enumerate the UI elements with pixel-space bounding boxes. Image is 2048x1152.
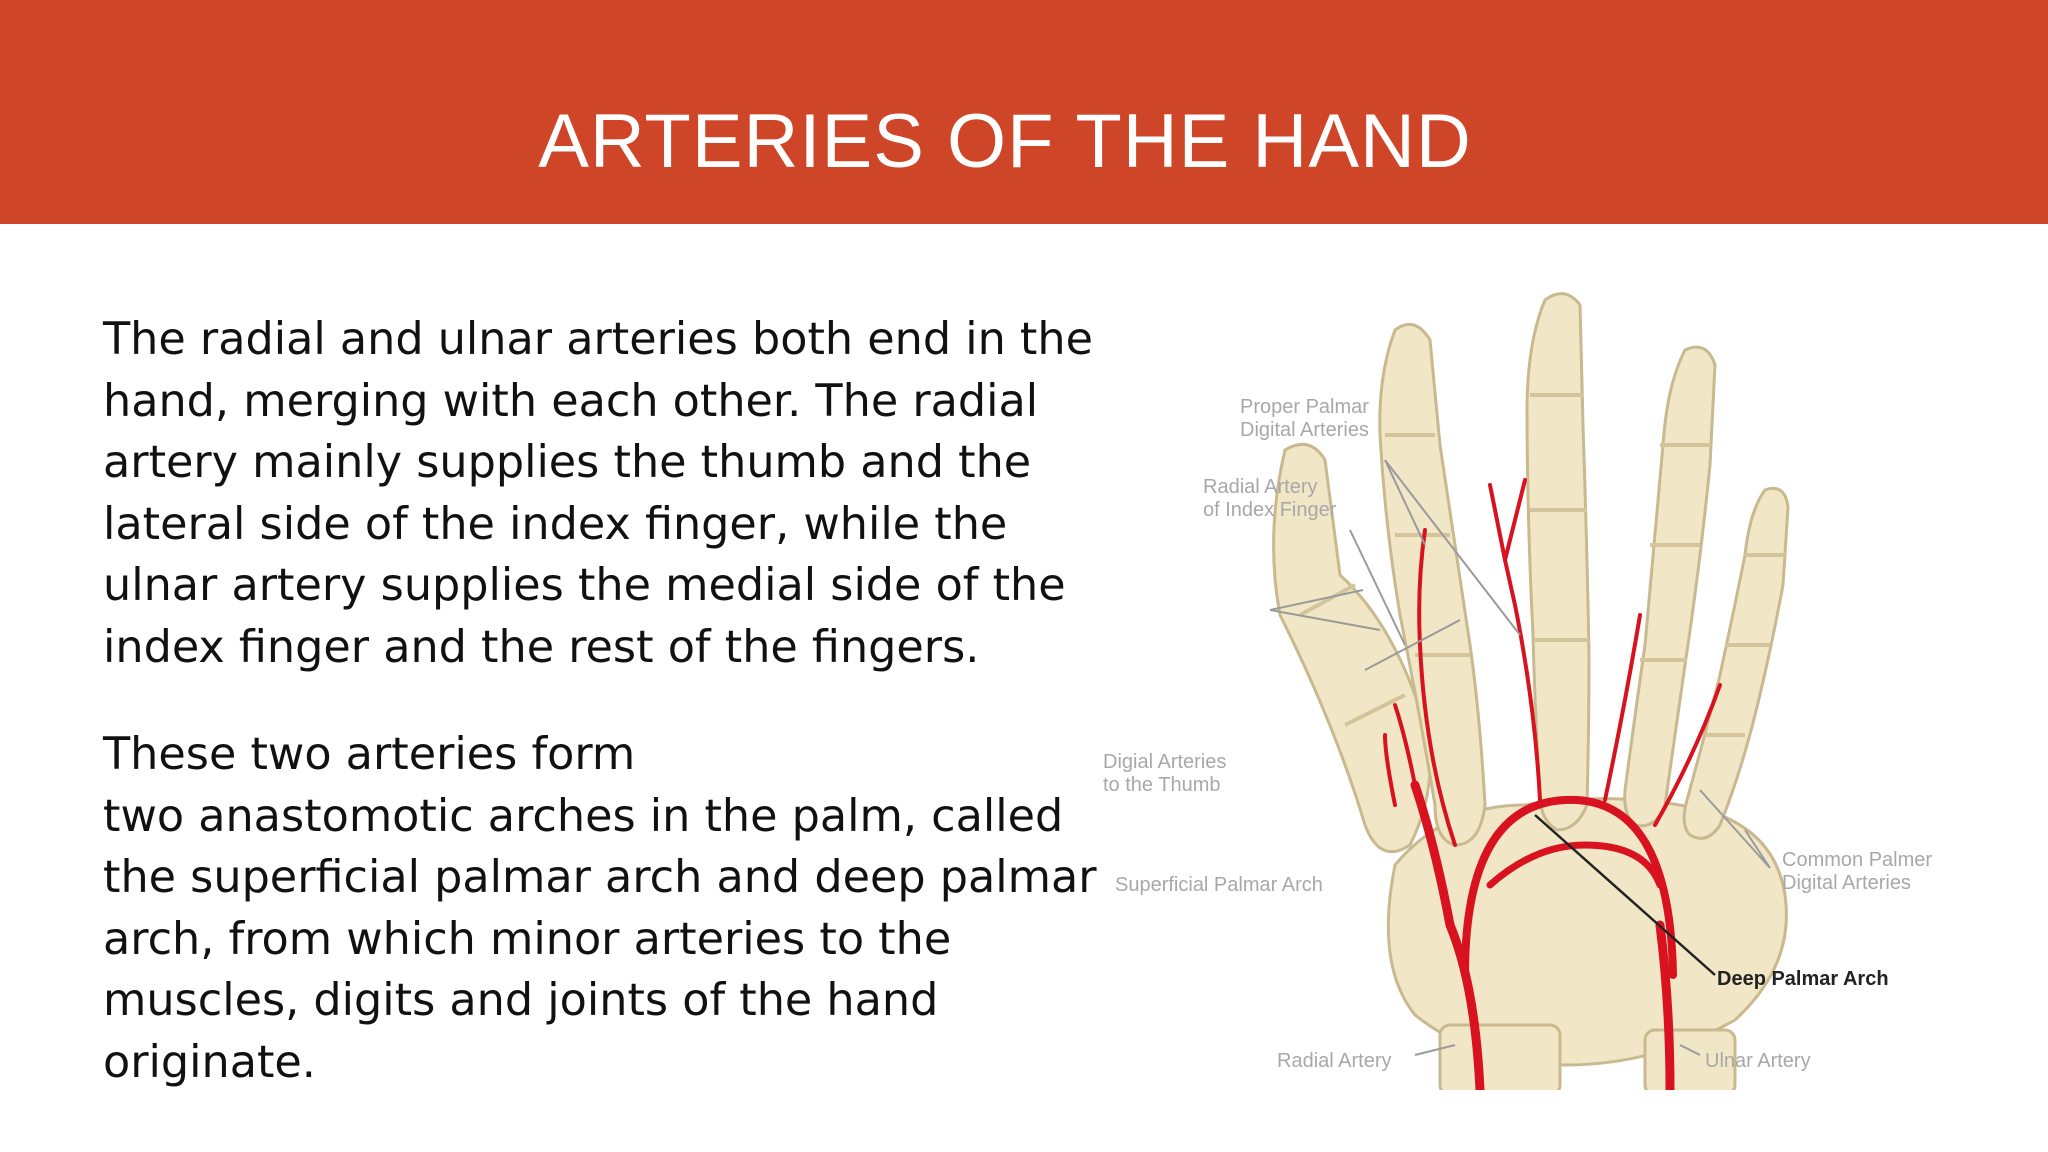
label-radial-index-1: Radial Artery: [1203, 476, 1318, 498]
text-line: lateral side of the index finger, while …: [103, 498, 1008, 550]
leader-lines: [1269, 459, 1771, 1056]
radius-bone: [1438, 1023, 1562, 1090]
common-digital-artery: [1603, 613, 1642, 802]
label-proper-palmar-1: Proper Palmar: [1240, 396, 1369, 418]
radial-artery: [1410, 780, 1485, 1090]
label-thumb-2: to the Thumb: [1103, 774, 1220, 796]
paragraph-arteries-overview: The radial and ulnar arteries both end i…: [103, 309, 1123, 678]
text-line: The radial and ulnar arteries both end i…: [103, 314, 1093, 365]
title-banner: ARTERIES OF THE HAND: [0, 0, 2048, 224]
leader-radial: [1414, 1044, 1456, 1056]
hand-arteries-illustration: Proper Palmar Digital Arteries Radial Ar…: [1095, 285, 1995, 1090]
label-deep-arch: Deep Palmar Arch: [1717, 968, 1889, 990]
middle-finger-bone: [1525, 292, 1591, 832]
slide-title: ARTERIES OF THE HAND: [538, 99, 1472, 184]
leader-radial-index: [1349, 529, 1406, 646]
text-line: muscles, digits and joints of the hand: [103, 975, 939, 1026]
text-line: the superficial palmar arch and deep pal…: [103, 852, 1097, 903]
text-line: hand, merging with each other. The radia…: [103, 375, 1039, 427]
thumb-digital-artery: [1383, 703, 1417, 807]
paragraph-palmar-arches: These two arteries form two anastomotic …: [103, 724, 1123, 1093]
radial-index-artery: [1417, 528, 1457, 847]
text-line: artery mainly supplies the thumb and the: [103, 437, 1032, 488]
text-line: arch, from which minor arteries to the: [103, 913, 952, 965]
label-common-2: Digital Arteries: [1782, 872, 1911, 894]
little-finger-bone: [1682, 486, 1790, 840]
leader-superficial: [1364, 619, 1461, 671]
label-radial-index-2: of Index Finger: [1203, 499, 1337, 521]
label-superficial-arch: Superficial Palmar Arch: [1115, 874, 1323, 896]
label-ulnar-artery: Ulnar Artery: [1705, 1050, 1811, 1072]
label-common-1: Common Palmer: [1782, 849, 1932, 871]
label-thumb-1: Digial Arteries: [1103, 751, 1226, 773]
text-line: index finger and the rest of the fingers…: [103, 621, 980, 673]
common-digital-artery: [1503, 558, 1542, 802]
artery-network: [1383, 478, 1722, 1090]
common-digital-artery: [1653, 683, 1722, 827]
proper-digital-artery: [1488, 478, 1527, 562]
label-proper-palmar-2: Digital Arteries: [1240, 419, 1369, 441]
label-radial-artery: Radial Artery: [1277, 1050, 1392, 1072]
hand-bones: [1272, 292, 1790, 1090]
text-line: These two arteries form: [103, 729, 636, 780]
ulnar-artery: [1655, 920, 1675, 1090]
hand-diagram-svg: Proper Palmar Digital Arteries Radial Ar…: [1103, 292, 1932, 1090]
deep-palmar-arch: [1486, 841, 1664, 889]
text-line: two anastomotic arches in the palm, call…: [103, 790, 1064, 842]
text-line: originate.: [103, 1036, 316, 1088]
leader-common: [1699, 789, 1771, 869]
leader-proper-palmar: [1384, 459, 1521, 636]
leader-thumb: [1269, 589, 1381, 631]
text-line: ulnar artery supplies the medial side of…: [103, 560, 1066, 611]
leader-ulnar: [1679, 1044, 1701, 1056]
leader-deep: [1534, 814, 1716, 976]
